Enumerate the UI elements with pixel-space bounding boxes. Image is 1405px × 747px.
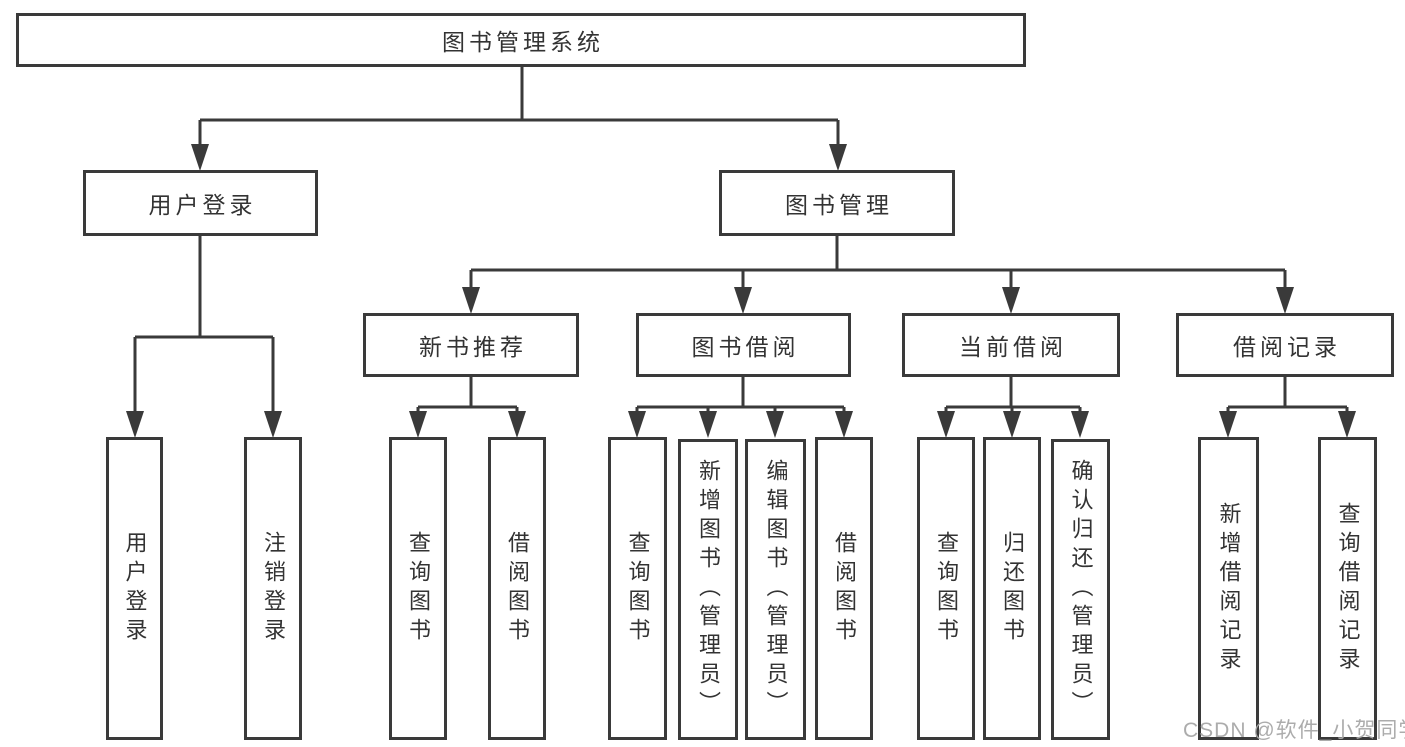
leaf-user-login: 用户登录	[106, 437, 163, 740]
node-root: 图书管理系统	[16, 13, 1026, 67]
leaf-query-borrow-record-label: 查询借阅记录	[1335, 501, 1361, 676]
leaf-query-books-current-label: 查询图书	[934, 530, 959, 647]
leaf-query-books-borrowing-label: 查询图书	[625, 530, 651, 647]
leaf-return-books-label: 归还图书	[1000, 530, 1025, 647]
leaf-edit-books-admin: 编辑图书（管理员）	[745, 439, 806, 740]
node-current-borrowing-label: 当前借阅	[959, 334, 1067, 360]
leaf-query-books-borrowing: 查询图书	[608, 437, 667, 740]
node-user-login-label: 用户登录	[148, 192, 257, 218]
leaf-return-books: 归还图书	[983, 437, 1041, 740]
leaf-borrow-books-recommend: 借阅图书	[488, 437, 546, 740]
node-new-book-recommend: 新书推荐	[363, 313, 579, 377]
node-new-book-recommend-label: 新书推荐	[419, 334, 527, 360]
leaf-logout: 注销登录	[244, 437, 302, 740]
csdn-watermark: CSDN @软件_小贺同学	[1183, 719, 1405, 742]
leaf-add-books-admin-label: 新增图书（管理员）	[696, 459, 721, 720]
leaf-query-borrow-record: 查询借阅记录	[1318, 437, 1377, 740]
arrowheads	[126, 144, 1356, 438]
leaf-logout-label: 注销登录	[261, 530, 286, 647]
node-book-borrowing-label: 图书借阅	[691, 334, 800, 360]
node-root-label: 图书管理系统	[442, 29, 604, 55]
leaf-borrow-books: 借阅图书	[815, 437, 873, 740]
node-user-login: 用户登录	[83, 170, 318, 236]
node-current-borrowing: 当前借阅	[902, 313, 1120, 377]
leaf-add-books-admin: 新增图书（管理员）	[678, 439, 738, 740]
leaf-query-books-recommend: 查询图书	[389, 437, 447, 740]
leaf-confirm-return-admin-label: 确认归还（管理员）	[1068, 459, 1094, 720]
leaf-edit-books-admin-label: 编辑图书（管理员）	[763, 459, 789, 720]
leaf-borrow-books-label: 借阅图书	[832, 530, 857, 647]
node-book-borrowing: 图书借阅	[636, 313, 851, 377]
node-book-management: 图书管理	[719, 170, 955, 236]
leaf-query-books-recommend-label: 查询图书	[406, 530, 431, 647]
leaf-user-login-label: 用户登录	[122, 530, 148, 647]
leaf-query-books-current: 查询图书	[917, 437, 975, 740]
node-borrowing-records: 借阅记录	[1176, 313, 1394, 377]
node-borrowing-records-label: 借阅记录	[1233, 334, 1341, 360]
leaf-add-borrow-record-label: 新增借阅记录	[1216, 501, 1242, 676]
leaf-borrow-books-recommend-label: 借阅图书	[505, 530, 530, 647]
node-book-management-label: 图书管理	[785, 192, 893, 218]
leaf-add-borrow-record: 新增借阅记录	[1198, 437, 1259, 740]
leaf-confirm-return-admin: 确认归还（管理员）	[1051, 439, 1110, 740]
